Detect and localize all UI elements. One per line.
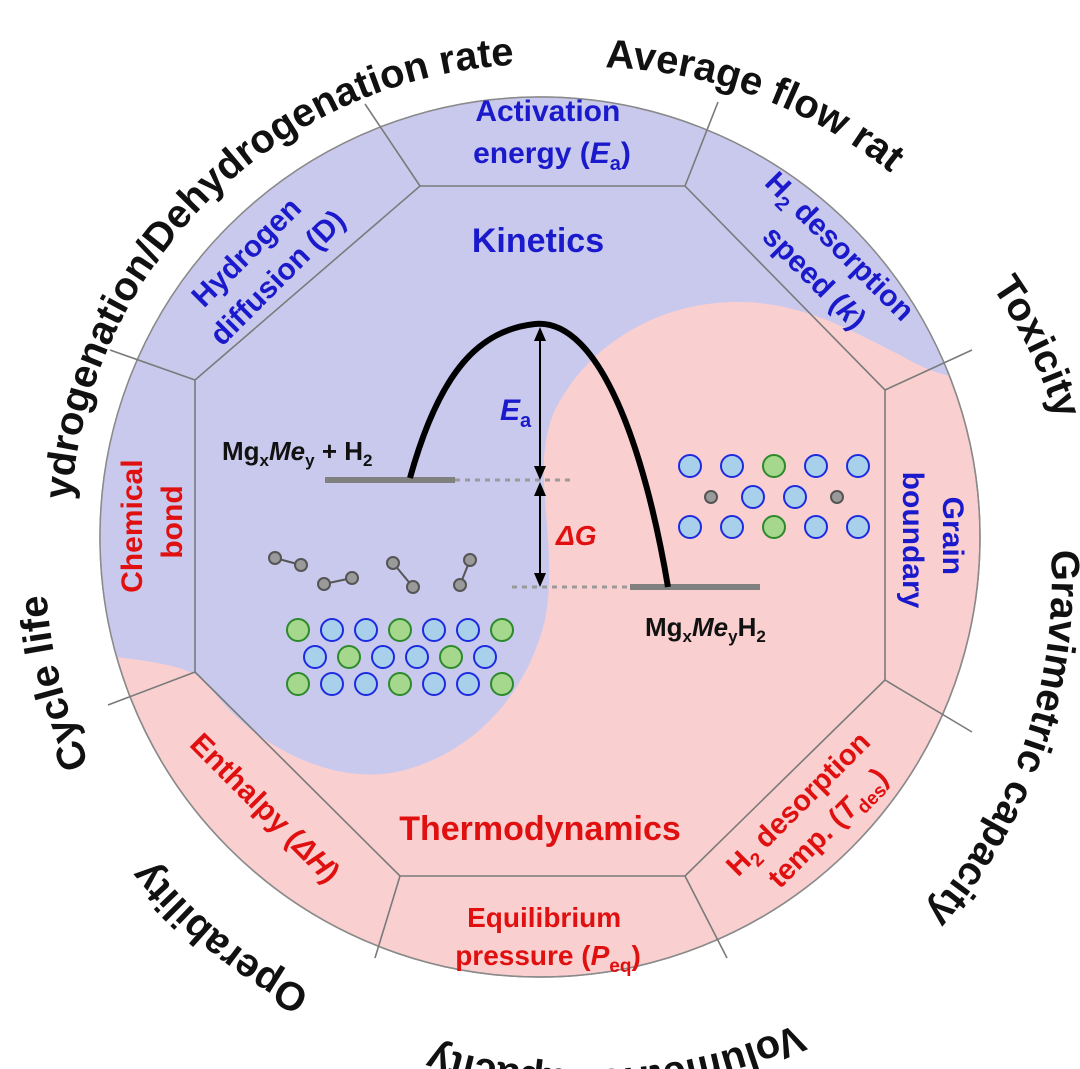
outer-label-toxicity: Toxicity <box>984 267 1080 423</box>
product-formula: MgxMeyH2 <box>645 612 766 646</box>
ea-label: Ea <box>500 394 532 432</box>
hydrogen-atom <box>345 571 359 585</box>
energy-profile <box>325 320 760 590</box>
outer-label-cycle-life: Cycle life <box>12 594 98 778</box>
hydrogen-atom <box>294 558 308 572</box>
hydrogen-atom <box>317 577 331 591</box>
segment-dividers <box>107 101 973 959</box>
metal-hydride-lattice-right <box>678 454 870 539</box>
hydrogen-atom <box>406 580 420 594</box>
reactant-formula: MgxMey + H2 <box>222 436 373 470</box>
metal-lattice-left <box>286 618 514 696</box>
kinetics-region <box>100 97 980 775</box>
grain-boundary-label: Grain boundary <box>896 472 969 609</box>
hydrogen-atom <box>386 556 400 570</box>
equilibrium-pressure-label: Equilibrium pressure (Peq) <box>455 902 641 977</box>
thermodynamics-title: Thermodynamics <box>399 810 681 848</box>
energy-curve <box>407 320 671 588</box>
hydrogen-atom <box>453 578 467 592</box>
outer-label-volumetric-capacity: Volumetric capacity <box>421 1015 812 1069</box>
hydrogen-atom <box>463 553 477 567</box>
chemical-bond-label: Chemical bond <box>116 451 189 593</box>
kinetics-title: Kinetics <box>472 222 604 260</box>
h2-molecules <box>268 551 477 594</box>
dg-label: ΔG <box>555 520 597 551</box>
hydrogen-atom <box>268 551 282 565</box>
activation-energy-label: Activation energy (Ea) <box>473 95 631 175</box>
